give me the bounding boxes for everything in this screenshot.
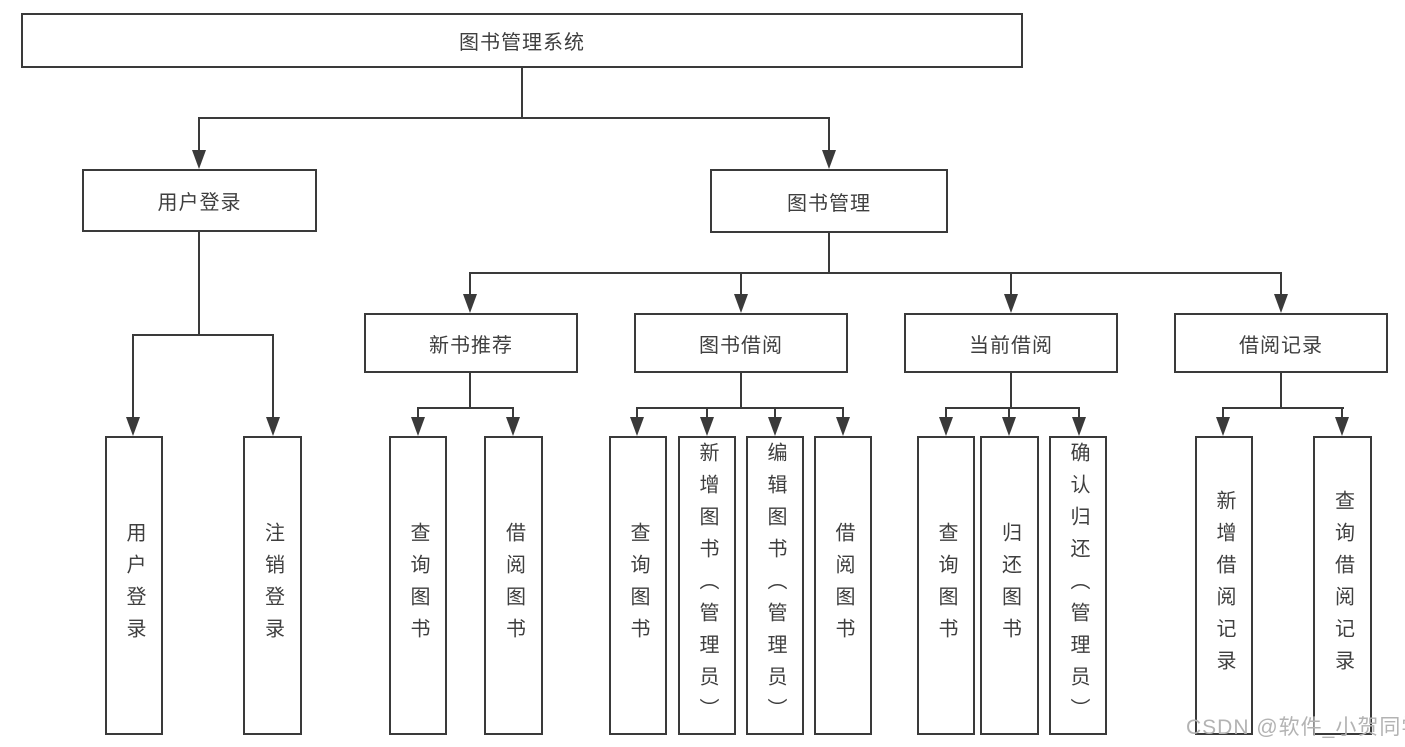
leaf-borrow-borrow-book: 借阅图书 [814, 436, 872, 735]
connector-book-mgmt-stem [828, 233, 830, 274]
connector-level2-rail [198, 117, 830, 119]
connector-borrow-rail [636, 407, 844, 409]
arrowhead-book-borrow [734, 294, 748, 313]
arrowhead-leaf-cur-return [1002, 417, 1016, 436]
node-new-book-recommend: 新书推荐 [364, 313, 578, 373]
leaf-recommend-query-book: 查询图书 [389, 436, 447, 735]
leaf-current-confirm-return: 确认归还（管理员） [1049, 436, 1107, 735]
connector-to-leaf-record-add [1222, 407, 1224, 419]
node-current-borrow: 当前借阅 [904, 313, 1118, 373]
leaf-current-confirm-return-label: 确认归还（管理员） [1067, 441, 1089, 730]
arrowhead-leaf-bor-add [700, 417, 714, 436]
leaf-record-query-record: 查询借阅记录 [1313, 436, 1372, 735]
connector-to-leaf-bor-edit [774, 407, 776, 419]
connector-user-login-stem [198, 232, 200, 336]
arrowhead-leaf-record-query [1335, 417, 1349, 436]
leaf-logout: 注销登录 [243, 436, 302, 735]
connector-to-leaf-record-query [1341, 407, 1343, 419]
connector-borrow-stem [740, 373, 742, 409]
connector-recommend-rail [417, 407, 514, 409]
connector-to-leaf-rec-query [417, 407, 419, 419]
arrowhead-new-book-recommend [463, 294, 477, 313]
connector-root-stem [521, 68, 523, 118]
leaf-borrow-add-book-label: 新增图书（管理员） [696, 441, 718, 730]
connector-to-leaf-bor-query [636, 407, 638, 419]
connector-to-current-borrow [1010, 272, 1012, 296]
node-current-borrow-label: 当前借阅 [969, 334, 1053, 357]
connector-to-leaf-user-login [132, 334, 134, 419]
connector-to-leaf-rec-borrow [512, 407, 514, 419]
leaf-logout-label: 注销登录 [261, 521, 284, 650]
connector-to-leaf-bor-borrow [842, 407, 844, 419]
arrowhead-leaf-cur-query [939, 417, 953, 436]
arrowhead-current-borrow [1004, 294, 1018, 313]
node-root-label: 图书管理系统 [459, 32, 585, 54]
node-borrow-record: 借阅记录 [1174, 313, 1388, 373]
connector-to-leaf-cur-return [1008, 407, 1010, 419]
node-root: 图书管理系统 [21, 13, 1023, 68]
leaf-recommend-borrow-book-label: 借阅图书 [502, 521, 525, 650]
arrowhead-leaf-bor-borrow [836, 417, 850, 436]
connector-to-leaf-cur-query [945, 407, 947, 419]
arrowhead-leaf-user-login [126, 417, 140, 436]
leaf-record-query-record-label: 查询借阅记录 [1331, 489, 1354, 682]
leaf-current-query-book-label: 查询图书 [935, 521, 957, 650]
connector-current-stem [1010, 373, 1012, 409]
connector-level3-rail [469, 272, 1282, 274]
leaf-recommend-borrow-book: 借阅图书 [484, 436, 543, 735]
leaf-borrow-query-book: 查询图书 [609, 436, 667, 735]
leaf-borrow-edit-book-label: 编辑图书（管理员） [764, 441, 786, 730]
leaf-user-login-label: 用户登录 [123, 521, 145, 650]
connector-user-login-rail [132, 334, 274, 336]
node-user-login: 用户登录 [82, 169, 317, 232]
connector-current-rail [945, 407, 1080, 409]
leaf-record-add-record-label: 新增借阅记录 [1213, 489, 1235, 682]
arrowhead-leaf-rec-borrow [506, 417, 520, 436]
node-borrow-record-label: 借阅记录 [1239, 334, 1323, 357]
arrowhead-leaf-cur-confirm [1072, 417, 1086, 436]
arrowhead-leaf-bor-query [630, 417, 644, 436]
arrowhead-borrow-record [1274, 294, 1288, 313]
node-book-borrow-label: 图书借阅 [699, 334, 783, 357]
connector-to-leaf-logout [272, 334, 274, 419]
connector-record-rail [1222, 407, 1344, 409]
leaf-borrow-edit-book: 编辑图书（管理员） [746, 436, 804, 735]
connector-to-borrow-record [1280, 272, 1282, 296]
leaf-borrow-borrow-book-label: 借阅图书 [832, 521, 854, 650]
leaf-borrow-query-book-label: 查询图书 [627, 521, 649, 650]
arrowhead-leaf-logout [266, 417, 280, 436]
leaf-current-return-book: 归还图书 [980, 436, 1039, 735]
connector-to-leaf-bor-add [706, 407, 708, 419]
connector-to-book-borrow [740, 272, 742, 296]
connector-to-new-book-recommend [469, 272, 471, 296]
node-book-borrow: 图书借阅 [634, 313, 848, 373]
leaf-recommend-query-book-label: 查询图书 [407, 521, 429, 650]
connector-recommend-stem [469, 373, 471, 409]
leaf-borrow-add-book: 新增图书（管理员） [678, 436, 736, 735]
arrowhead-book-management [822, 150, 836, 169]
leaf-record-add-record: 新增借阅记录 [1195, 436, 1253, 735]
connector-to-book-management [828, 117, 830, 152]
connector-to-leaf-cur-confirm [1078, 407, 1080, 419]
node-book-management: 图书管理 [710, 169, 948, 233]
connector-to-user-login [198, 117, 200, 152]
connector-record-stem [1280, 373, 1282, 409]
arrowhead-leaf-record-add [1216, 417, 1230, 436]
node-book-management-label: 图书管理 [787, 192, 871, 215]
leaf-current-return-book-label: 归还图书 [998, 521, 1021, 650]
csdn-watermark: CSDN @软件_小贺同学 [1186, 716, 1405, 739]
leaf-user-login: 用户登录 [105, 436, 163, 735]
node-new-book-recommend-label: 新书推荐 [429, 334, 513, 357]
arrowhead-user-login [192, 150, 206, 169]
arrowhead-leaf-rec-query [411, 417, 425, 436]
node-user-login-label: 用户登录 [157, 192, 242, 214]
leaf-current-query-book: 查询图书 [917, 436, 975, 735]
arrowhead-leaf-bor-edit [768, 417, 782, 436]
